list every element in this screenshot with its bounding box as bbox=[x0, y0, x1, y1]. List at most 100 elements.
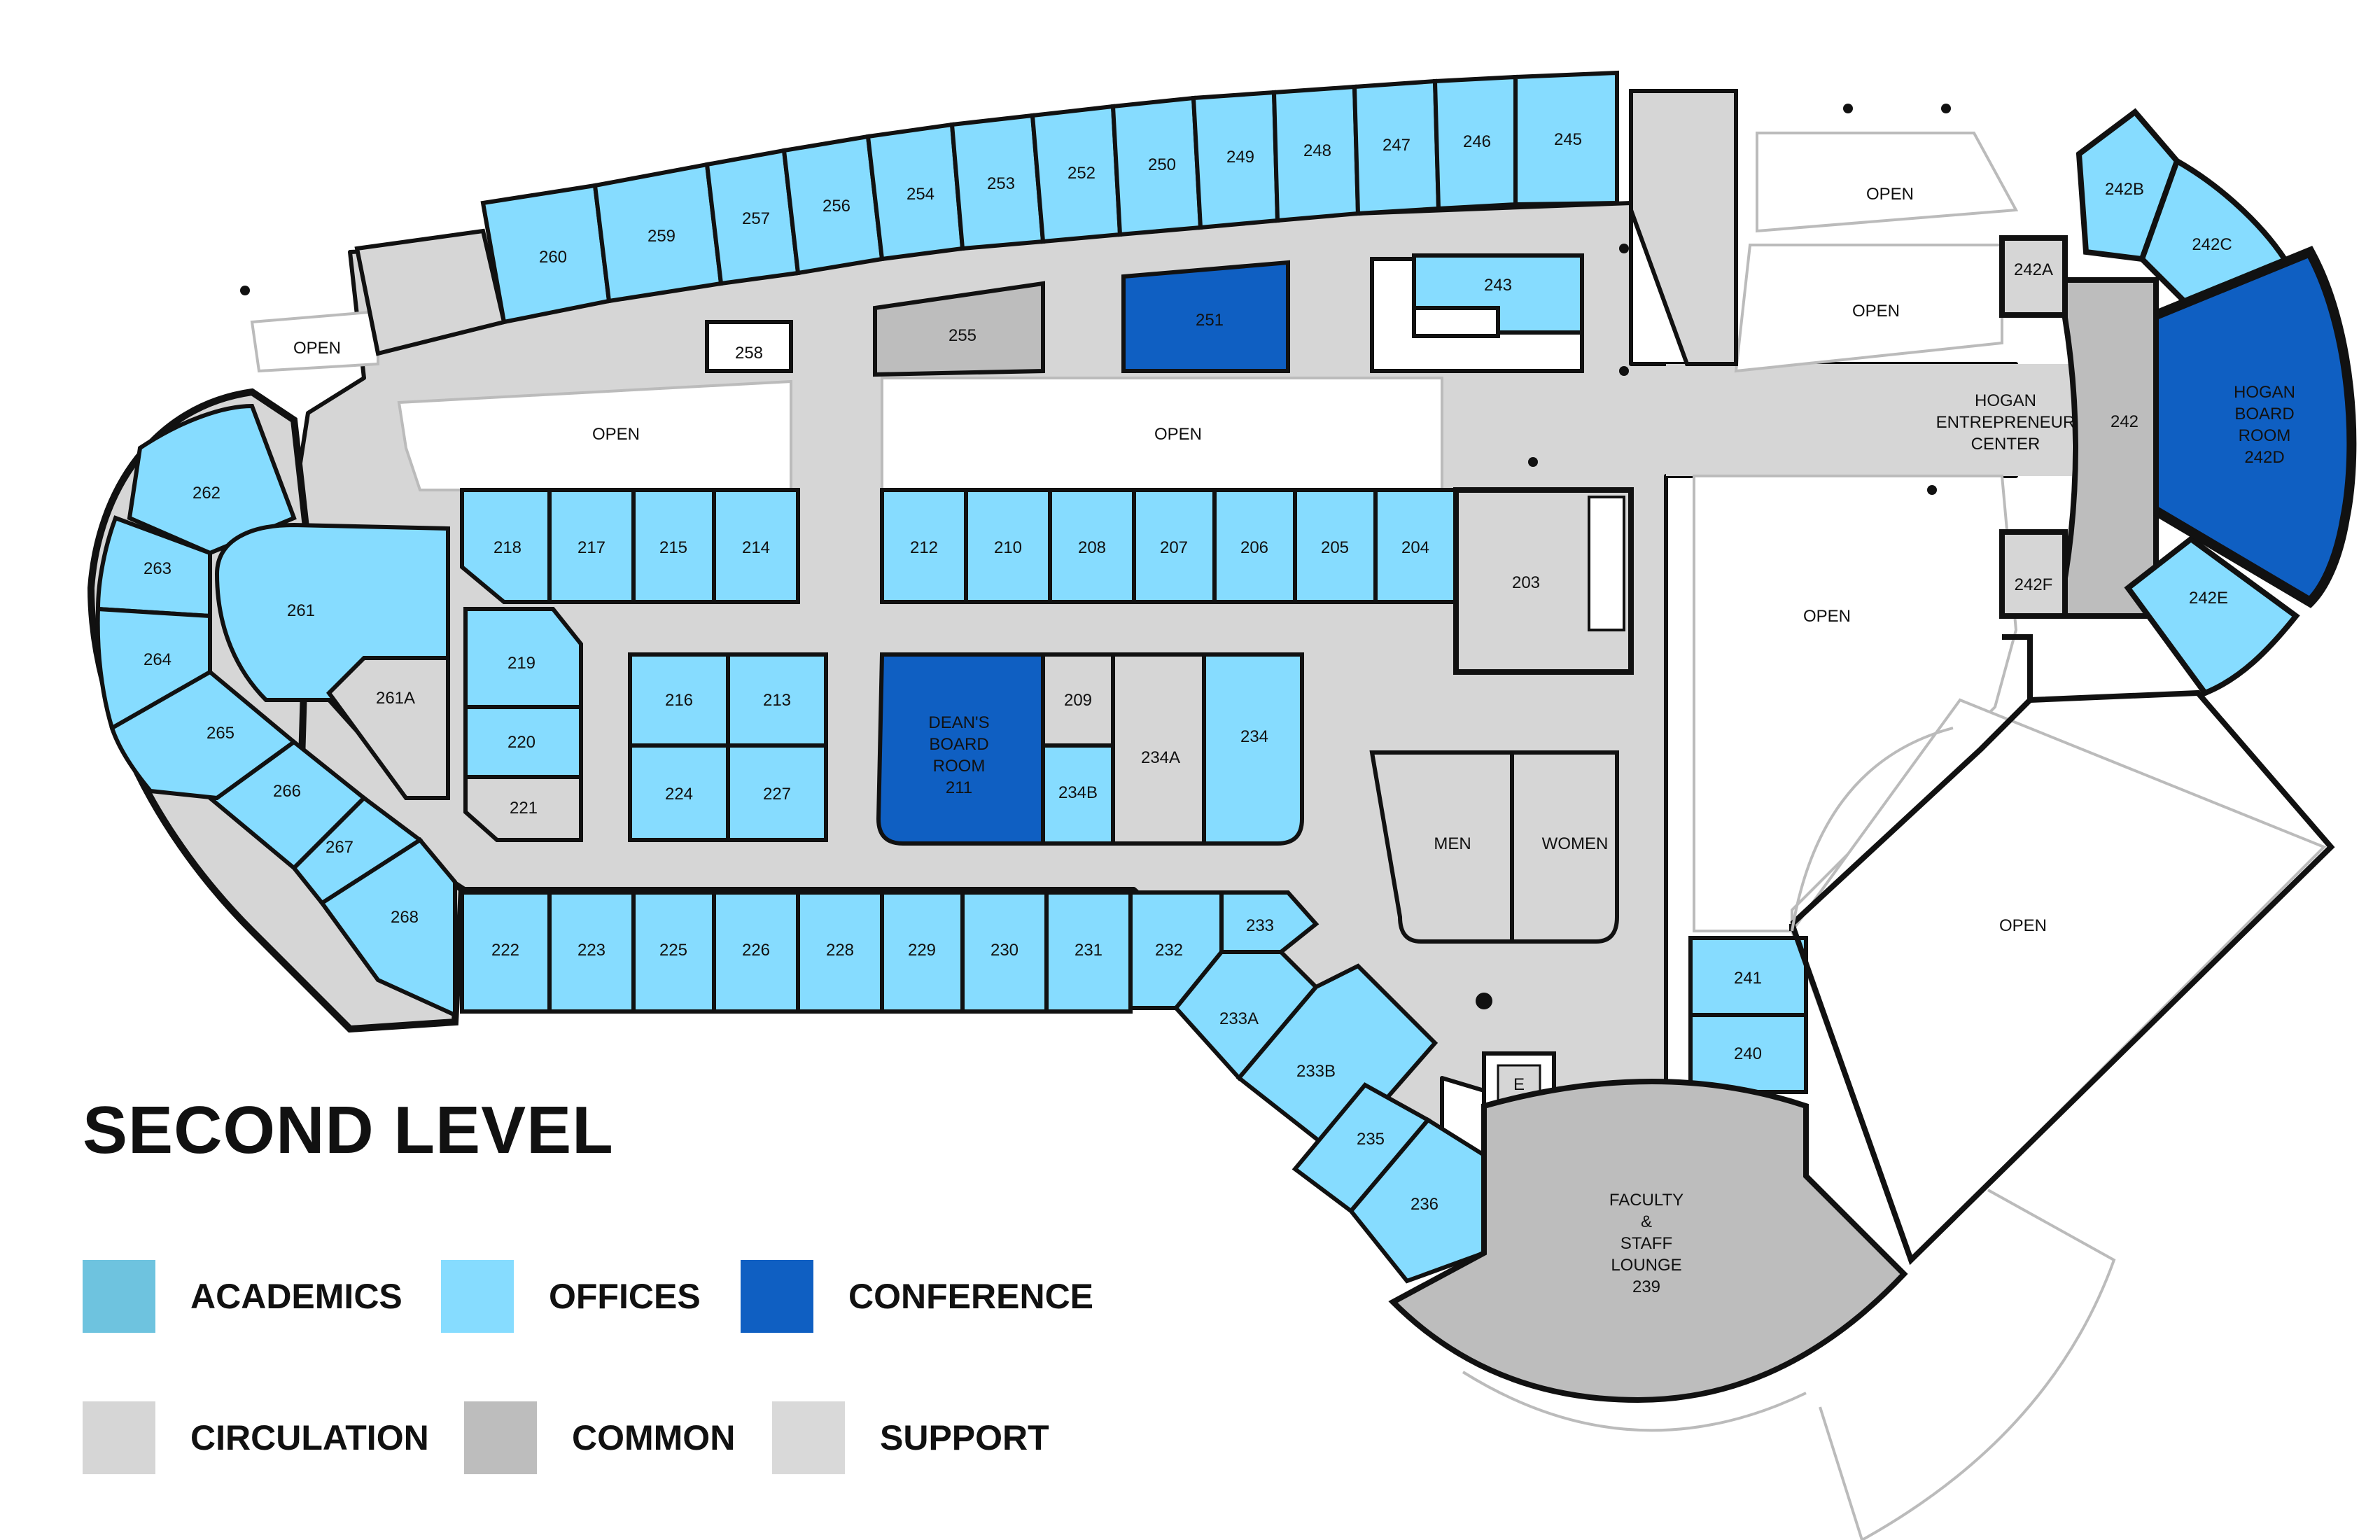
label-212: 212 bbox=[910, 538, 938, 557]
room-229 bbox=[880, 890, 965, 1014]
room-208 bbox=[1048, 488, 1136, 604]
label-206: 206 bbox=[1240, 538, 1268, 557]
label-227: 227 bbox=[763, 785, 791, 804]
column-dot bbox=[1619, 244, 1629, 253]
room-226 bbox=[712, 890, 800, 1014]
label-242e: 242E bbox=[2189, 589, 2228, 608]
open-label-1: OPEN bbox=[293, 339, 341, 358]
label-214: 214 bbox=[742, 538, 770, 557]
central-upper-offices bbox=[460, 488, 1458, 604]
column-dot bbox=[240, 286, 250, 295]
label-216: 216 bbox=[665, 691, 693, 710]
east-corridor-floor bbox=[1666, 364, 2072, 476]
room-215 bbox=[631, 488, 716, 604]
room-242f bbox=[1999, 529, 2068, 619]
label-242a: 242A bbox=[2014, 260, 2053, 279]
east-small-offices bbox=[1688, 936, 1808, 1094]
room-255 bbox=[873, 281, 1045, 377]
label-239-line1: FACULTY bbox=[1609, 1191, 1684, 1210]
legend-label-common: COMMON bbox=[572, 1418, 736, 1457]
label-249: 249 bbox=[1226, 148, 1254, 167]
label-257: 257 bbox=[742, 209, 770, 228]
room-216 bbox=[628, 652, 730, 748]
room-262 bbox=[127, 403, 297, 556]
label-234b: 234B bbox=[1058, 783, 1098, 802]
label-242b: 242B bbox=[2105, 180, 2144, 199]
label-218: 218 bbox=[493, 538, 522, 557]
label-233b: 233B bbox=[1296, 1062, 1336, 1081]
label-233: 233 bbox=[1246, 916, 1274, 935]
legend: ACADEMICS OFFICES CONFERENCE CIRCULATION… bbox=[83, 1260, 1175, 1491]
column-dot bbox=[1843, 104, 1853, 113]
label-262: 262 bbox=[192, 484, 220, 503]
label-253: 253 bbox=[987, 174, 1015, 193]
restrooms bbox=[1369, 750, 1619, 944]
room-239 bbox=[1388, 1079, 1908, 1404]
room-242 bbox=[2054, 277, 2159, 619]
label-208: 208 bbox=[1078, 538, 1106, 557]
legend-item-circulation: CIRCULATION bbox=[83, 1401, 429, 1474]
open-label-3: OPEN bbox=[1154, 425, 1202, 444]
label-236: 236 bbox=[1410, 1195, 1438, 1214]
north-row-offices bbox=[480, 70, 1619, 325]
label-250: 250 bbox=[1148, 155, 1176, 174]
label-hogan-line1: HOGAN bbox=[1975, 391, 2036, 410]
label-266: 266 bbox=[273, 782, 301, 801]
stair-west bbox=[354, 228, 507, 356]
label-207: 207 bbox=[1160, 538, 1188, 557]
label-213: 213 bbox=[763, 691, 791, 710]
label-243: 243 bbox=[1484, 276, 1512, 295]
room-222 bbox=[460, 890, 552, 1014]
label-228: 228 bbox=[826, 941, 854, 960]
label-242c: 242C bbox=[2192, 235, 2232, 254]
label-234a: 234A bbox=[1141, 748, 1180, 767]
room-233a bbox=[1173, 950, 1320, 1082]
label-211-line1: DEAN'S bbox=[928, 713, 989, 732]
room-243-sub bbox=[1412, 306, 1500, 338]
room-225 bbox=[631, 890, 716, 1014]
room-241 bbox=[1688, 936, 1808, 1017]
label-231: 231 bbox=[1074, 941, 1102, 960]
north-misc bbox=[354, 89, 1738, 377]
label-222: 222 bbox=[491, 941, 519, 960]
open-area-5 bbox=[1734, 244, 2003, 373]
hogan-board-room-wall bbox=[2153, 246, 2357, 608]
label-256: 256 bbox=[822, 197, 850, 216]
label-242d-line4: 242D bbox=[2244, 448, 2284, 467]
label-203: 203 bbox=[1512, 573, 1540, 592]
legend-swatch-conference bbox=[741, 1260, 813, 1333]
room-women bbox=[1510, 750, 1619, 944]
label-229: 229 bbox=[908, 941, 936, 960]
legend-label-support: SUPPORT bbox=[880, 1418, 1049, 1457]
room-233 bbox=[1219, 890, 1320, 954]
label-211-line4: 211 bbox=[946, 778, 972, 797]
room-210 bbox=[964, 488, 1052, 604]
lounge-arc bbox=[1462, 1371, 1807, 1432]
open-label-6: OPEN bbox=[1803, 607, 1851, 626]
room-211 bbox=[876, 652, 1045, 846]
label-239-line5: 239 bbox=[1632, 1278, 1660, 1296]
legend-swatch-circulation bbox=[83, 1401, 155, 1474]
column-dot bbox=[1927, 485, 1937, 495]
label-248: 248 bbox=[1303, 141, 1331, 160]
label-242: 242 bbox=[2110, 412, 2138, 431]
label-211-line3: ROOM bbox=[933, 757, 986, 776]
label-215: 215 bbox=[659, 538, 687, 557]
legend-item-offices: OFFICES bbox=[441, 1260, 701, 1333]
legend-swatch-offices bbox=[441, 1260, 514, 1333]
label-232: 232 bbox=[1155, 941, 1183, 960]
legend-item-common: COMMON bbox=[464, 1401, 735, 1474]
label-220: 220 bbox=[507, 733, 536, 752]
room-261a bbox=[326, 656, 450, 800]
label-210: 210 bbox=[994, 538, 1022, 557]
label-211-line2: BOARD bbox=[929, 735, 988, 754]
east-arc bbox=[1791, 727, 1954, 932]
label-247: 247 bbox=[1382, 136, 1410, 155]
label-264: 264 bbox=[144, 650, 172, 669]
label-209: 209 bbox=[1064, 691, 1092, 710]
label-241: 241 bbox=[1734, 969, 1762, 988]
label-217: 217 bbox=[578, 538, 606, 557]
legend-label-conference: CONFERENCE bbox=[848, 1277, 1094, 1316]
label-242d-line3: ROOM bbox=[2239, 426, 2291, 445]
